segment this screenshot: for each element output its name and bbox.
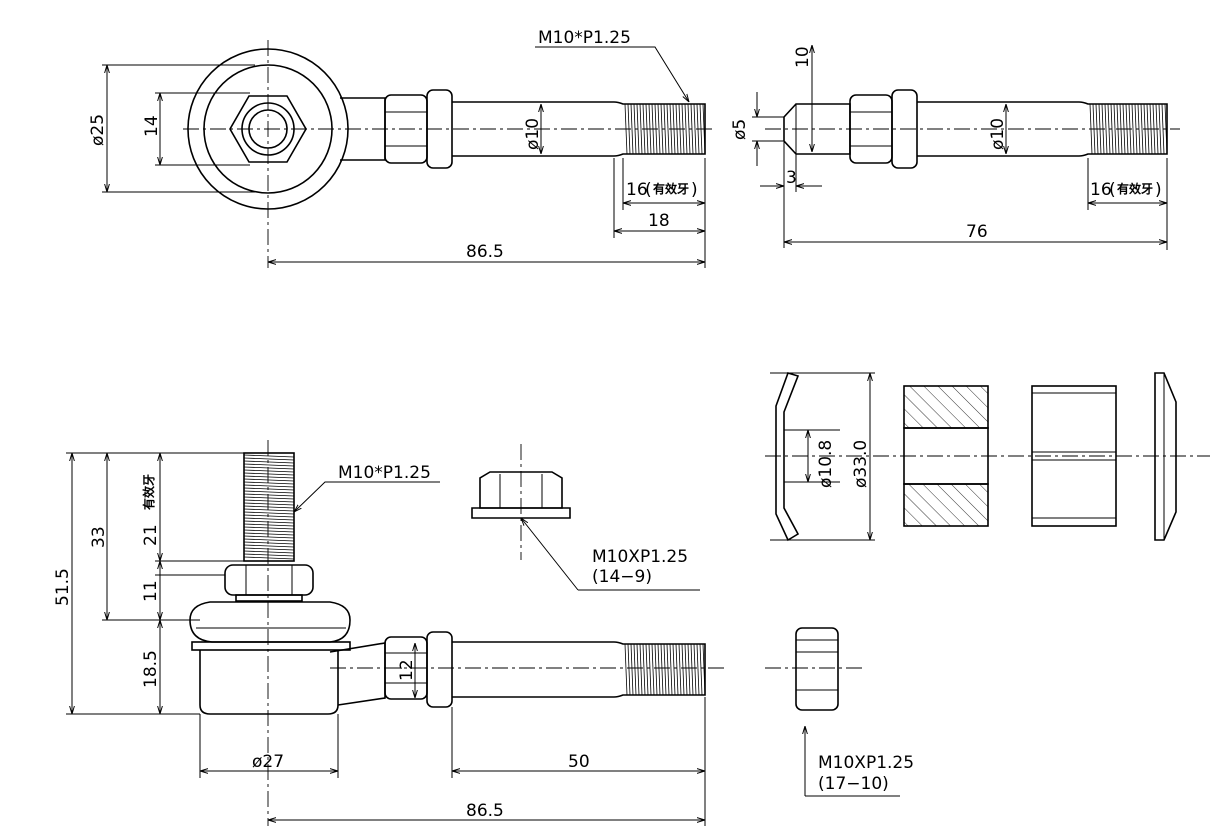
dim-thread-len: 16 <box>626 180 648 200</box>
thread-label: M10*P1.25 <box>538 28 631 48</box>
lock-nut-label-2: (17−10) <box>818 774 889 794</box>
dim-dia-shaft: ø10 <box>523 118 543 150</box>
dim-21: 21 <box>141 524 161 546</box>
washer-group: ø10.8 ø33.0 <box>765 372 1210 542</box>
dim-3: 3 <box>786 168 797 188</box>
svg-text:): ) <box>691 180 698 200</box>
dim-total-r: 76 <box>966 222 988 242</box>
dim-thread-len-r: 16 <box>1090 180 1112 200</box>
svg-text:(: ( <box>1109 180 1116 200</box>
dim-18: 18 <box>648 211 670 231</box>
view-bottom-left: 51.5 33 21 有效牙 11 18.5 12 M10*P1.25 ø27 … <box>53 440 725 826</box>
dim-33: 33 <box>89 526 109 548</box>
dim-dia-shaft-r: ø10 <box>988 118 1008 150</box>
flange-nut: M10XP1.25 (14−9) <box>471 444 700 591</box>
thread-note-r: 有效牙 <box>1117 181 1153 196</box>
dim-10: 10 <box>793 46 813 68</box>
dim-50: 50 <box>568 752 590 772</box>
view-top-left: ø25 14 ø10 M10*P1.25 16 ( 有效牙 ) 18 86.5 <box>88 28 715 268</box>
dim-12: 12 <box>397 659 417 681</box>
flange-nut-label-1: M10XP1.25 <box>592 547 688 567</box>
dim-total-bl: 86.5 <box>466 801 504 821</box>
dim-dia-eye: ø25 <box>88 114 108 146</box>
svg-text:(: ( <box>645 180 652 200</box>
flange-nut-label-2: (14−9) <box>592 567 652 587</box>
thread-note-bl: 有效牙 <box>141 474 156 510</box>
view-top-right: 10 ø5 ø10 3 16 ( 有效牙 ) 76 <box>730 45 1180 250</box>
lock-nut-label-1: M10XP1.25 <box>818 753 914 773</box>
thread-note: 有效牙 <box>653 181 689 196</box>
thread-label-bl: M10*P1.25 <box>338 463 431 483</box>
washer-inner-dia: ø10.8 <box>816 440 836 488</box>
dim-18-5: 18.5 <box>141 650 161 688</box>
lock-nut: M10XP1.25 (17−10) <box>765 627 914 797</box>
dim-51-5: 51.5 <box>53 568 73 606</box>
dim-hex-height: 14 <box>142 115 162 137</box>
svg-text:): ) <box>1155 180 1162 200</box>
dim-total: 86.5 <box>466 242 504 262</box>
dim-dia-base: ø27 <box>252 752 284 772</box>
dim-dia-tip: ø5 <box>730 119 750 140</box>
dim-11: 11 <box>141 580 161 602</box>
washer-outer-dia: ø33.0 <box>851 440 871 488</box>
